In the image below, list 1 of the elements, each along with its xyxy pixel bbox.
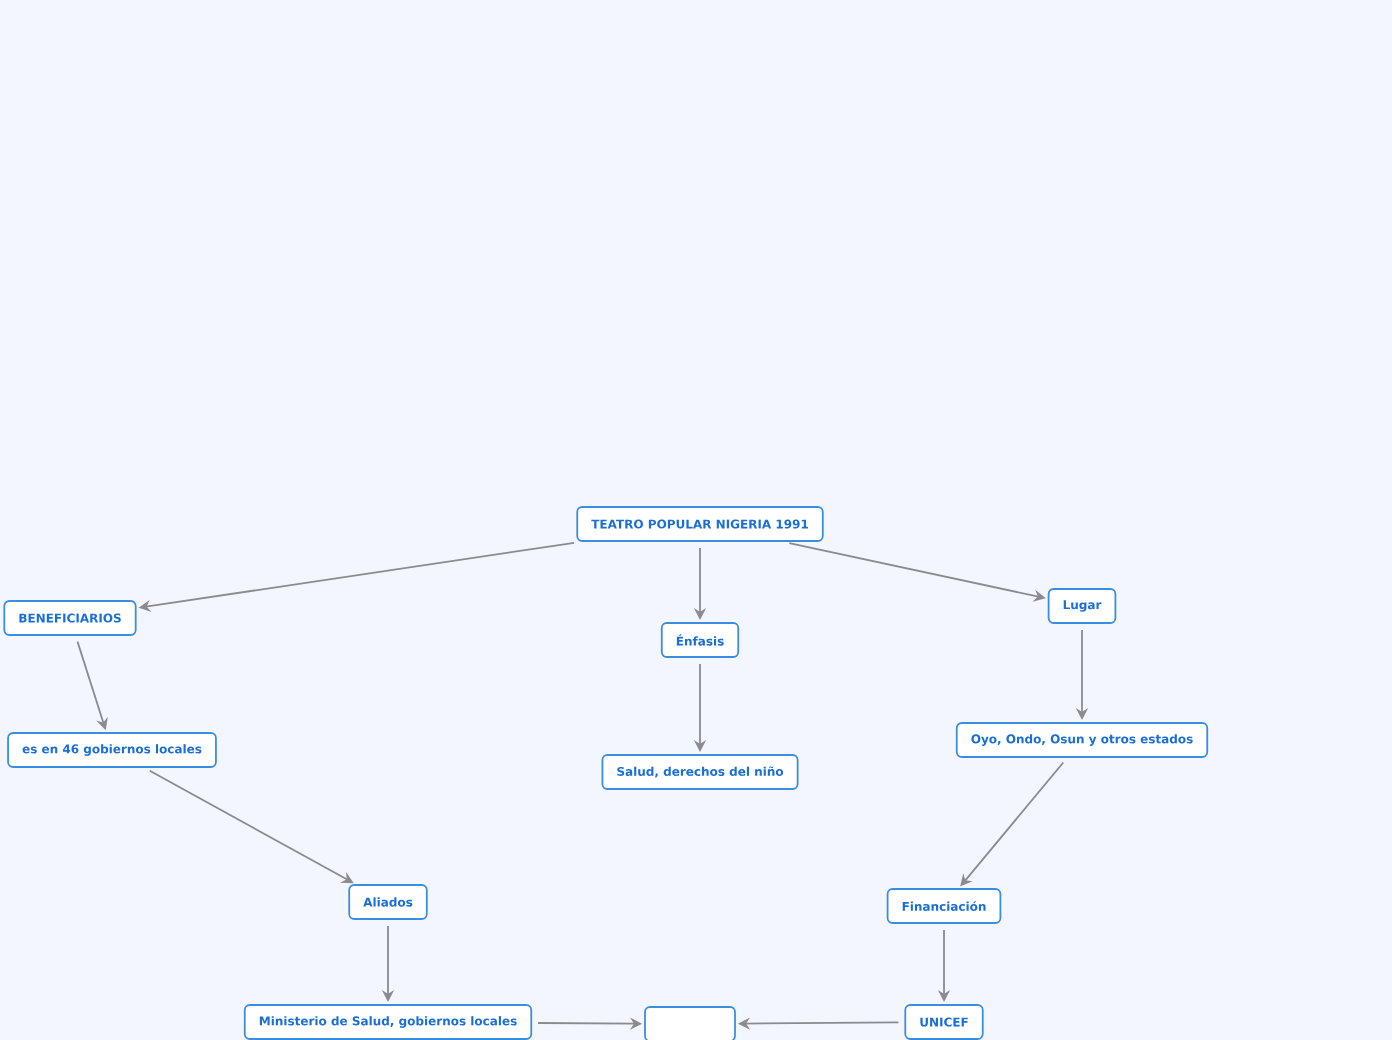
empty-box	[644, 1006, 736, 1040]
